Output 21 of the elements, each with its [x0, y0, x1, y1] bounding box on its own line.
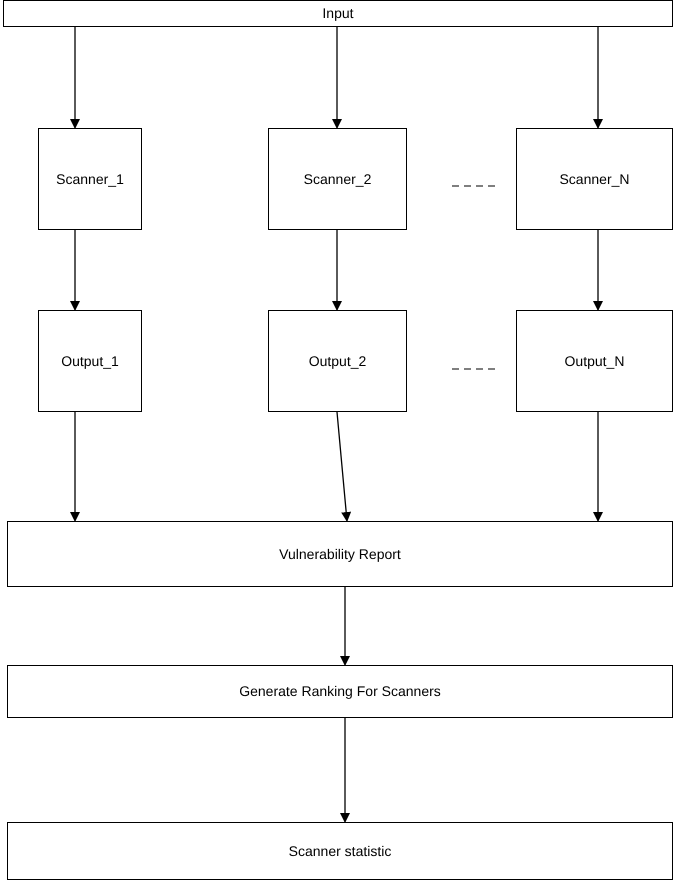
process-box: Output_2	[268, 310, 407, 412]
arrow	[332, 230, 342, 311]
arrow	[336, 412, 352, 522]
arrow	[70, 412, 80, 522]
arrow	[70, 230, 80, 311]
process-box: Scanner_N	[516, 128, 673, 230]
arrow	[340, 587, 350, 666]
arrow	[593, 412, 603, 522]
process-box: Output_N	[516, 310, 673, 412]
arrow	[593, 230, 603, 311]
arrow	[70, 27, 80, 129]
process-box: Generate Ranking For Scanners	[7, 665, 673, 718]
process-box: Scanner statistic	[7, 822, 673, 880]
arrow	[332, 27, 342, 129]
arrow	[593, 27, 603, 129]
process-box: Scanner_1	[38, 128, 142, 230]
process-box: Vulnerability Report	[7, 521, 673, 587]
process-box: Output_1	[38, 310, 142, 412]
process-box: Scanner_2	[268, 128, 407, 230]
arrow	[340, 718, 350, 823]
process-box: Input	[3, 0, 673, 27]
